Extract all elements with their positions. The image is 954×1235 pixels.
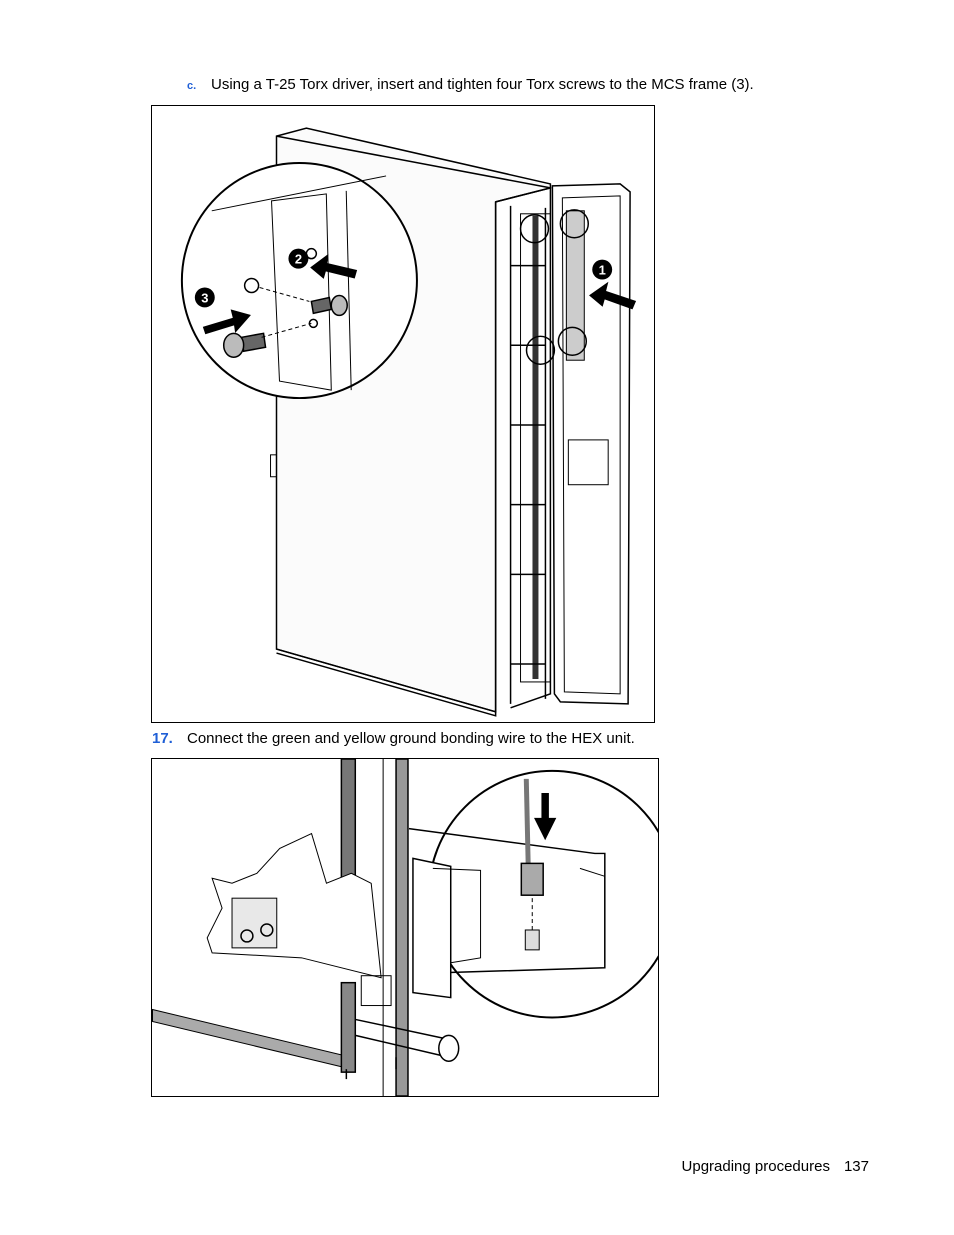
callout-3: 3 bbox=[194, 287, 215, 308]
figure-ground-bonding-wire bbox=[151, 758, 659, 1097]
step-marker: 17. bbox=[152, 730, 173, 747]
step-17-instruction: 17. Connect the green and yellow ground b… bbox=[152, 730, 635, 748]
page-footer: Upgrading procedures 137 bbox=[682, 1158, 869, 1176]
callout-2: 2 bbox=[288, 248, 309, 269]
footer-section-title: Upgrading procedures bbox=[681, 1158, 830, 1175]
step-text: Connect the green and yellow ground bond… bbox=[187, 730, 635, 747]
step-marker: c. bbox=[187, 80, 197, 92]
figure-mcs-frame-screws: 1 2 3 bbox=[151, 105, 655, 723]
svg-text:2: 2 bbox=[295, 252, 302, 267]
step-c-instruction: c. Using a T-25 Torx driver, insert and t… bbox=[187, 76, 754, 95]
svg-text:3: 3 bbox=[201, 290, 208, 305]
step-text: Using a T-25 Torx driver, insert and tig… bbox=[211, 76, 754, 93]
callout-1: 1 bbox=[592, 259, 613, 280]
svg-text:1: 1 bbox=[599, 263, 606, 278]
rack-illustration: 1 2 3 bbox=[180, 127, 637, 717]
page-number: 137 bbox=[843, 1158, 869, 1175]
hex-unit-illustration bbox=[152, 759, 658, 1096]
